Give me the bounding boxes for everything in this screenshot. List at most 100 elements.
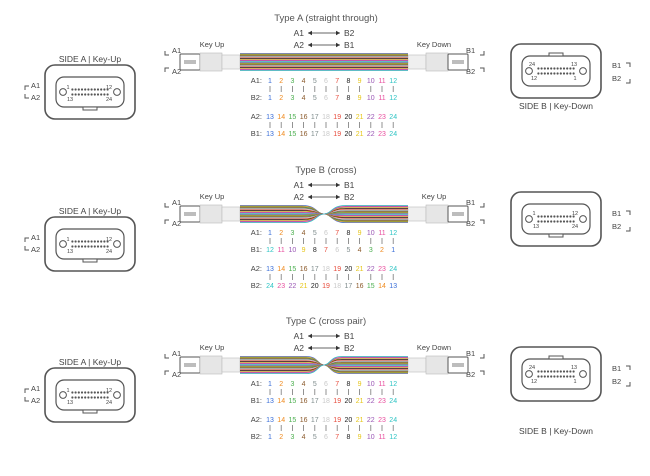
side-a-a2: A2 — [31, 93, 40, 102]
side-a-end-face-fiber-hole — [74, 93, 77, 96]
side-a-a1: A1 — [31, 384, 40, 393]
fiber-number: 12 — [389, 381, 397, 388]
side-a-end-face-guide-hole-left — [59, 88, 67, 96]
row-label-4: B2: — [251, 432, 262, 441]
fiber-number: 16 — [300, 131, 308, 138]
fiber-number: 5 — [313, 434, 317, 441]
side-b-end-face-fiber-hole — [546, 375, 550, 378]
side-b-b2: B2 — [612, 222, 621, 231]
side-b-end-face-fiber-hole — [540, 220, 543, 223]
side-a-end-face-fiber-hole — [103, 391, 106, 394]
side-a-num-13: 13 — [67, 97, 73, 103]
fiber-number: 5 — [313, 78, 317, 85]
fiber-number: 22 — [289, 283, 297, 290]
fiber-number: 19 — [333, 114, 341, 121]
side-b-end-face-fiber-hole — [572, 72, 575, 75]
fiber-number: 18 — [333, 283, 341, 290]
fiber-number: 16 — [300, 114, 308, 121]
side-a-end-face-fiber-hole — [90, 391, 93, 394]
fiber-number: 3 — [290, 230, 294, 237]
side-a-end-face-fiber-hole — [96, 396, 100, 399]
side-a-label: SIDE A | Key-Up — [59, 206, 121, 216]
fiber-number: 19 — [333, 266, 341, 273]
map-from-2: A2 — [294, 192, 305, 202]
fiber-number: 24 — [389, 266, 397, 273]
side-b-end-face-fiber-hole — [562, 72, 566, 75]
side-b-end-face-fiber-hole — [543, 375, 546, 378]
side-b-end-face-fiber-hole — [562, 67, 566, 70]
fiber-number: 21 — [356, 131, 364, 138]
side-b-end-face-key-tab — [548, 355, 564, 360]
cable-bracket-a1 — [164, 51, 169, 56]
side-b-end-face-fiber-hole — [559, 220, 562, 223]
row-label-2: B2: — [251, 93, 262, 102]
map-arrow-head-left-1 — [308, 182, 312, 188]
side-b-end-face-fiber-hole — [543, 72, 546, 75]
side-a-end-face-fiber-hole — [77, 240, 80, 243]
side-a-bracket-a2 — [24, 94, 29, 99]
fiber-number: 9 — [302, 247, 306, 254]
right-key-label: Key Down — [417, 343, 451, 352]
side-a-num-24: 24 — [106, 97, 112, 103]
fiber-number: 14 — [277, 131, 285, 138]
fiber-number: 4 — [302, 381, 306, 388]
fiber-number: 20 — [345, 114, 353, 121]
side-a-end-face-fiber-hole — [90, 88, 93, 91]
side-a-end-face-fiber-hole — [93, 391, 96, 394]
side-a-end-face-fiber-hole — [77, 93, 80, 96]
cable-bracket-a2 — [164, 219, 169, 224]
row-label-3: A2: — [251, 415, 262, 424]
side-a-end-face-guide-hole-right — [113, 240, 121, 248]
fiber-number: 17 — [311, 417, 319, 424]
side-a-end-face-fiber-hole — [103, 88, 106, 91]
fiber-number: 21 — [356, 398, 364, 405]
fiber-number: 9 — [358, 230, 362, 237]
side-a-num-1: 1 — [66, 237, 69, 243]
side-b-end-face-guide-hole-left — [525, 67, 533, 75]
side-b-end-face-fiber-hole — [540, 215, 543, 218]
side-a-a2: A2 — [31, 396, 40, 405]
fiber-number: 16 — [356, 283, 364, 290]
side-b-end-face-fiber-hole — [572, 220, 575, 223]
side-b-num-12: 12 — [531, 379, 537, 385]
side-a-end-face-fiber-hole — [74, 88, 77, 91]
fiber-number: 13 — [266, 131, 274, 138]
side-a-end-face-fiber-hole — [87, 93, 90, 96]
fiber-number: 14 — [378, 283, 386, 290]
side-a-end-face-fiber-hole — [71, 88, 74, 91]
side-a-end-face-fiber-hole — [80, 240, 84, 243]
side-b-num-1: 1 — [573, 76, 576, 82]
side-b-end-face-fiber-hole — [550, 215, 553, 218]
side-b-end-face-fiber-hole — [572, 67, 575, 70]
side-b-end-face-fiber-hole — [566, 370, 569, 373]
side-a-end-face-fiber-hole — [77, 88, 80, 91]
fiber-number: 5 — [313, 381, 317, 388]
side-b-end-face-fiber-hole — [569, 375, 572, 378]
fiber-number: 3 — [290, 95, 294, 102]
side-b-end-face-fiber-hole — [540, 375, 543, 378]
map-arrow-head-right-1 — [336, 333, 340, 339]
side-b-end-face-fiber-hole — [546, 72, 550, 75]
plug-right-strain-relief — [407, 357, 427, 373]
side-a-end-face-fiber-hole — [93, 93, 96, 96]
side-b-end-face-fiber-hole — [569, 72, 572, 75]
cable-bracket-b1 — [480, 354, 485, 359]
side-b-end-face-guide-hole-right — [579, 67, 587, 75]
cable-bracket-a2 — [164, 370, 169, 375]
side-b-end-face-fiber-hole — [540, 72, 543, 75]
side-b-end-face-fiber-hole — [553, 220, 556, 223]
fiber-number: 3 — [290, 78, 294, 85]
side-a-end-face-fiber-hole — [106, 88, 109, 91]
side-b-end-face-fiber-hole — [559, 215, 562, 218]
side-b-end-face-guide-hole-left — [525, 215, 533, 223]
side-a-label: SIDE A | Key-Up — [59, 54, 121, 64]
fiber-number: 8 — [346, 230, 350, 237]
fiber-number: 21 — [300, 283, 308, 290]
cable-a1: A1 — [172, 198, 181, 207]
left-key-label: Key Up — [200, 343, 225, 352]
fiber-number: 4 — [302, 95, 306, 102]
side-b-end-face-fiber-hole — [543, 215, 546, 218]
side-a-end-face-fiber-hole — [96, 391, 100, 394]
side-a-num-12: 12 — [106, 237, 112, 243]
